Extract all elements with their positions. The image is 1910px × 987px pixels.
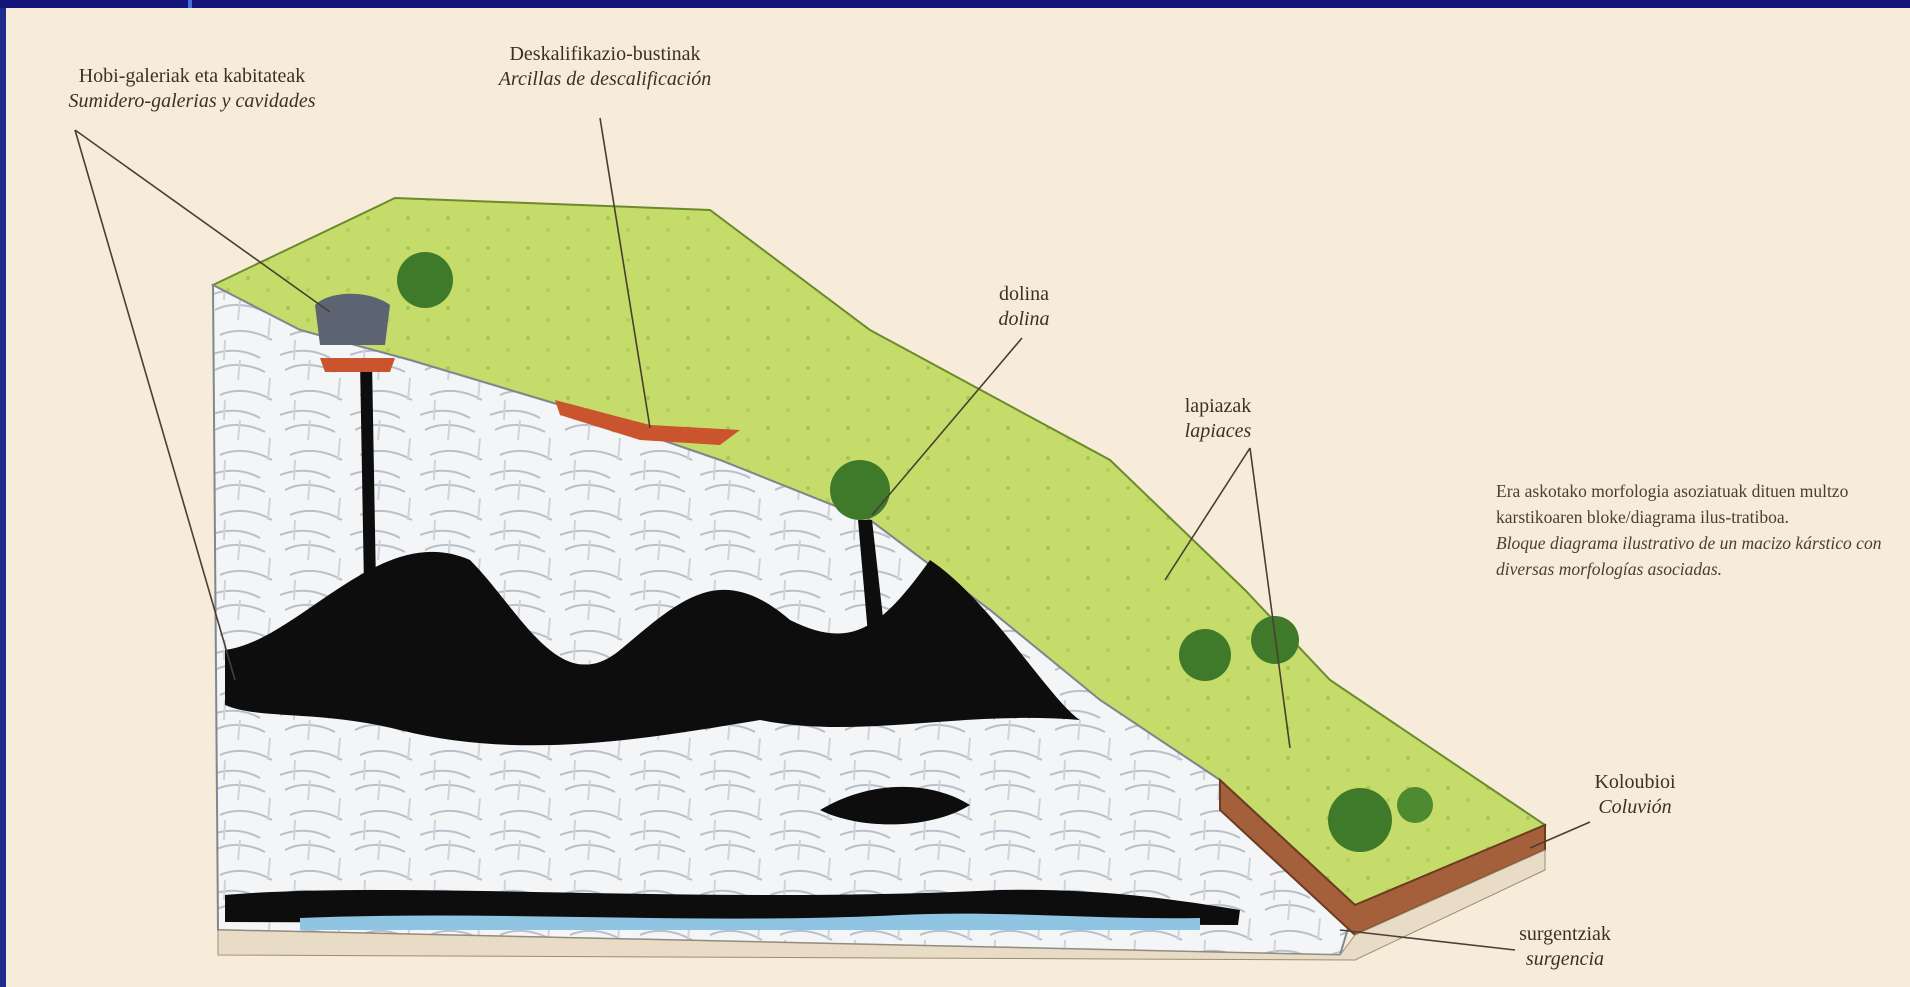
label-colusion: Koloubioi Coluvión	[1580, 770, 1690, 820]
tree	[1179, 629, 1231, 681]
label-surgencia-es: surgencia	[1505, 947, 1625, 972]
leader-line-sumidero	[75, 130, 330, 312]
tree	[830, 460, 890, 520]
label-surgencia: surgentziak surgencia	[1505, 922, 1625, 972]
label-sumidero-es: Sumidero-galerias y cavidades	[48, 89, 336, 114]
label-dolina-eu: dolina	[980, 282, 1068, 307]
tree	[1328, 788, 1392, 852]
leader-line-sumidero	[75, 130, 235, 680]
label-colusion-eu: Koloubioi	[1580, 770, 1690, 795]
label-arcillas: Deskalifikazio-bustinak Arcillas de desc…	[470, 42, 740, 92]
tree	[397, 252, 453, 308]
caption-spanish: Bloque diagrama ilustrativo de un macizo…	[1496, 530, 1898, 582]
tree	[1397, 787, 1433, 823]
label-colusion-es: Coluvión	[1580, 795, 1690, 820]
caption-basque: Era askotako morfologia asoziatuak ditue…	[1496, 478, 1898, 530]
label-lapiaz-eu: lapiazak	[1158, 394, 1278, 419]
label-lapiaz: lapiazak lapiaces	[1158, 394, 1278, 444]
label-arcillas-eu: Deskalifikazio-bustinak	[470, 42, 740, 67]
label-arcillas-es: Arcillas de descalificación	[470, 67, 740, 92]
clay-layer-sinkhole	[320, 358, 395, 372]
label-sumidero: Hobi-galeriak eta kabitateak Sumidero-ga…	[48, 64, 336, 114]
label-dolina: dolina dolina	[980, 282, 1068, 332]
diagram-caption: Era askotako morfologia asoziatuak ditue…	[1496, 478, 1898, 582]
sinkhole-opening	[315, 294, 390, 345]
label-surgencia-eu: surgentziak	[1505, 922, 1625, 947]
label-sumidero-eu: Hobi-galeriak eta kabitateak	[48, 64, 336, 89]
label-lapiaz-es: lapiaces	[1158, 419, 1278, 444]
label-dolina-es: dolina	[980, 307, 1068, 332]
